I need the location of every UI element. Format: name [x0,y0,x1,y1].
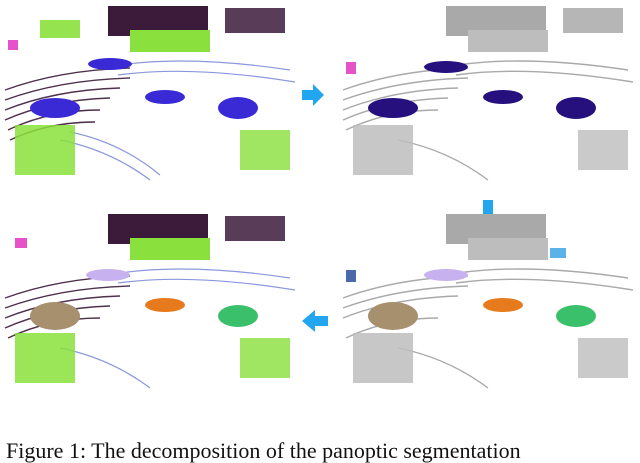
car-blue-4 [88,58,132,70]
figure-caption: Figure 1: The decomposition of the panop… [6,438,521,463]
car-navy-3 [556,97,596,119]
lidar-scan-gray-navy [342,6,634,181]
car-navy-1 [368,98,418,118]
vegetation-left [15,125,75,175]
instance-green [556,305,596,327]
lidar-scan-panoptic [4,214,296,389]
car-blue-2 [145,90,185,104]
road-rings [59,60,296,181]
lidar-scan-gray-instances [342,214,634,389]
car-navy-4 [424,61,468,73]
vegetation-right [240,130,290,170]
arrow-left-icon [300,308,330,334]
instance-tan [368,302,418,330]
panel-bottom-left-panoptic [0,208,300,398]
car-blue-3 [218,97,258,119]
panel-bottom-right-instances [338,208,638,398]
panel-top-left-semantic [0,0,300,190]
vegetation-green [130,30,210,52]
instance-orange [483,298,523,312]
lidar-scan-colored [4,6,296,181]
building-dark-right [225,8,285,33]
pink-object [8,40,18,50]
vegetation-top-left [40,20,80,38]
panel-top-right-things [338,0,638,190]
car-navy-2 [483,90,523,104]
car-blue-1 [30,98,80,118]
arrow-right-icon [300,82,326,108]
instance-light-purple [424,269,468,281]
